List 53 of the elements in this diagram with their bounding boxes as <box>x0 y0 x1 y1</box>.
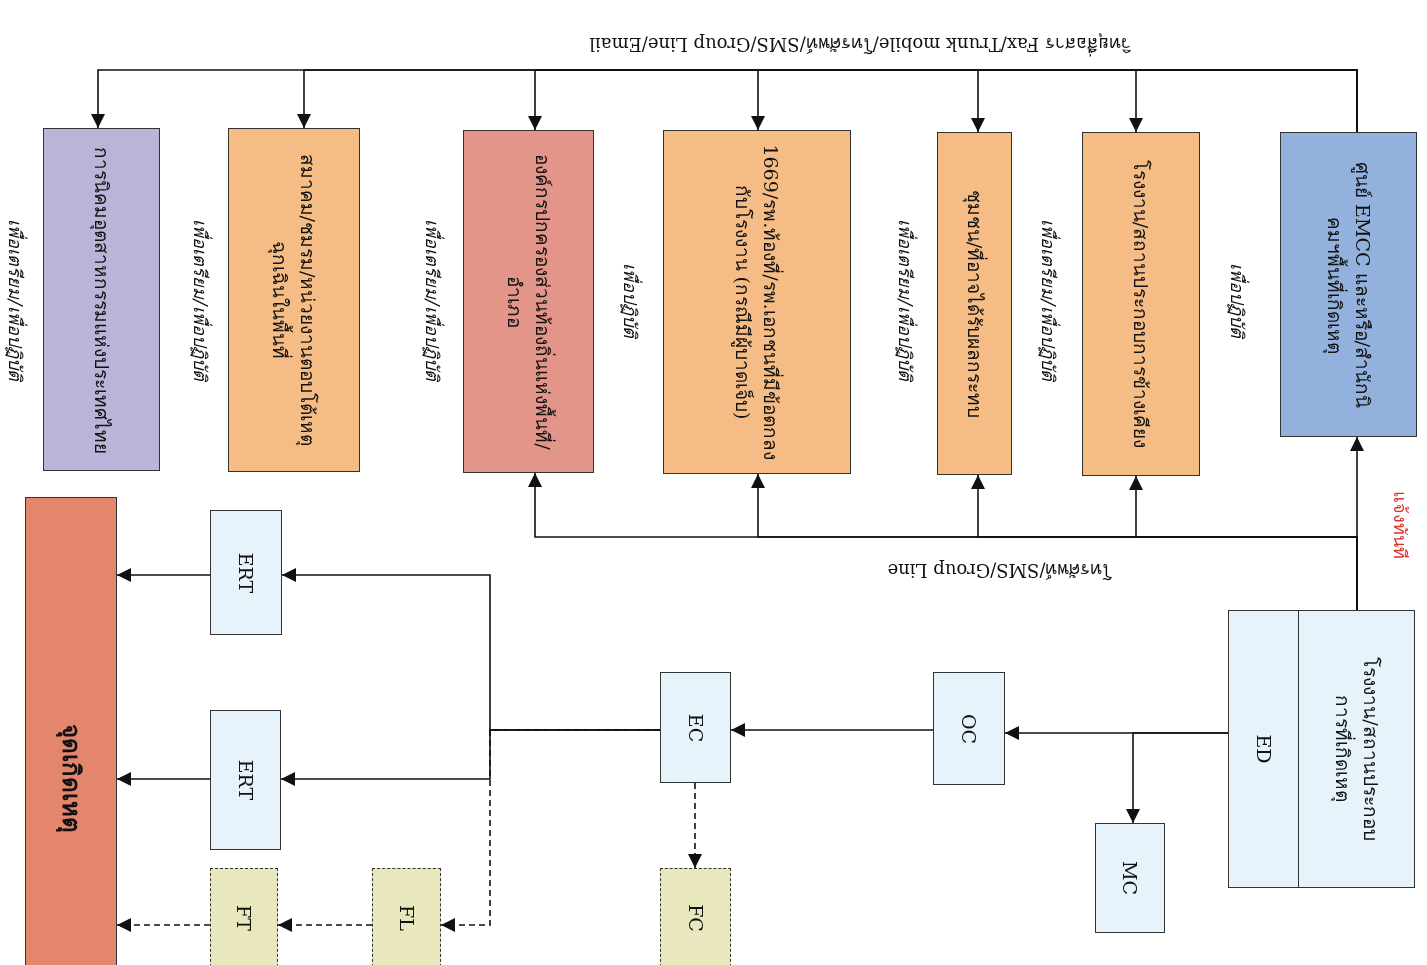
note-text: เพื่อเตรียม/เพื่อปฏิบัติ <box>1036 219 1062 381</box>
process-box <box>372 868 441 965</box>
process-box <box>43 128 160 471</box>
box-label: โรงงาน/สถานประกอบการที่เกิดเหตุ <box>1330 656 1384 843</box>
process-box <box>660 672 731 783</box>
box-label: 1669/รพ.ท้องที่/รพ.เอกชนที่มีข้อตกลงกับโรงงาน (กรณีมีผู้บาดเจ็บ) <box>730 143 785 462</box>
process-box <box>1228 610 1415 888</box>
note-text: เพื่อเตรียม/เพื่อปฏิบัติ <box>893 219 919 381</box>
arrow <box>116 568 211 582</box>
arrow <box>277 918 373 932</box>
box-label: โรงงาน/สถานประกอบการข้างเคียง <box>1129 158 1153 451</box>
process-box <box>210 868 278 965</box>
note-text: เพื่อเตรียม/เพื่อปฏิบัติ <box>3 219 29 381</box>
connector-label: โทรศัพท์/SMS/Group Line <box>887 558 1113 583</box>
process-box <box>210 510 282 635</box>
process-box <box>1280 132 1417 437</box>
box-label: FL <box>394 903 419 933</box>
box-label: ERT <box>233 758 258 803</box>
edge-label: แจ้งทันที <box>1388 491 1412 559</box>
process-box <box>228 128 360 472</box>
note-text: เพื่อปฏิบัติ <box>618 262 644 338</box>
arrow <box>440 729 661 932</box>
box-label: การนิคมอุตสาหกรรมแห่งประเทศไทย <box>89 145 114 455</box>
process-box <box>463 130 594 473</box>
box-label: สมาคม/ชมรม/หน่วยงานตอบโต้เหตุฉุกเฉินในพื้นที่ <box>267 152 320 449</box>
arrow <box>688 782 702 869</box>
box-label: FT <box>232 903 256 933</box>
process-box <box>1082 132 1200 476</box>
box-label: ชุมชน/ที่อาจได้รับผลกระทบ <box>962 188 989 420</box>
note-text: เพื่อเตรียม/เพื่อปฏิบัติ <box>188 219 214 381</box>
box-label: ศูนย์ EMCC และหรือ/สำนักนิคมฯพื้นที่เกิดเหตุ <box>1322 160 1375 410</box>
process-box <box>663 130 851 474</box>
arrow <box>116 772 211 786</box>
box-label: FC <box>683 902 708 934</box>
process-box <box>937 132 1012 475</box>
arrow <box>730 723 934 737</box>
incident-box <box>25 497 117 965</box>
process-box <box>1095 823 1165 933</box>
box-label: องค์กรปกครองส่วนท้องถิ่นแห่งพื้นที่/อำเภอ <box>502 152 557 452</box>
box-label: จุดเกิดเหตุ <box>57 722 85 835</box>
box-label: EC <box>683 712 708 744</box>
process-box <box>210 710 281 850</box>
note-text: เพื่อปฏิบัติ <box>1225 262 1251 338</box>
process-box <box>933 672 1005 785</box>
box-label: ED <box>1251 733 1276 766</box>
arrow <box>1004 726 1229 740</box>
connector-label: วิทยุสื่อสาร Fax/Trunk mobile/โทรศัพท์/SMS/Group Line/Email <box>589 32 1131 59</box>
note-text: เพื่อเตรียม/เพื่อปฏิบัติ <box>420 219 446 381</box>
box-label: ERT <box>234 551 258 595</box>
box-label: OC <box>957 712 981 746</box>
process-box <box>660 868 731 965</box>
box-label: MC <box>1118 860 1142 897</box>
arrow <box>116 918 211 932</box>
